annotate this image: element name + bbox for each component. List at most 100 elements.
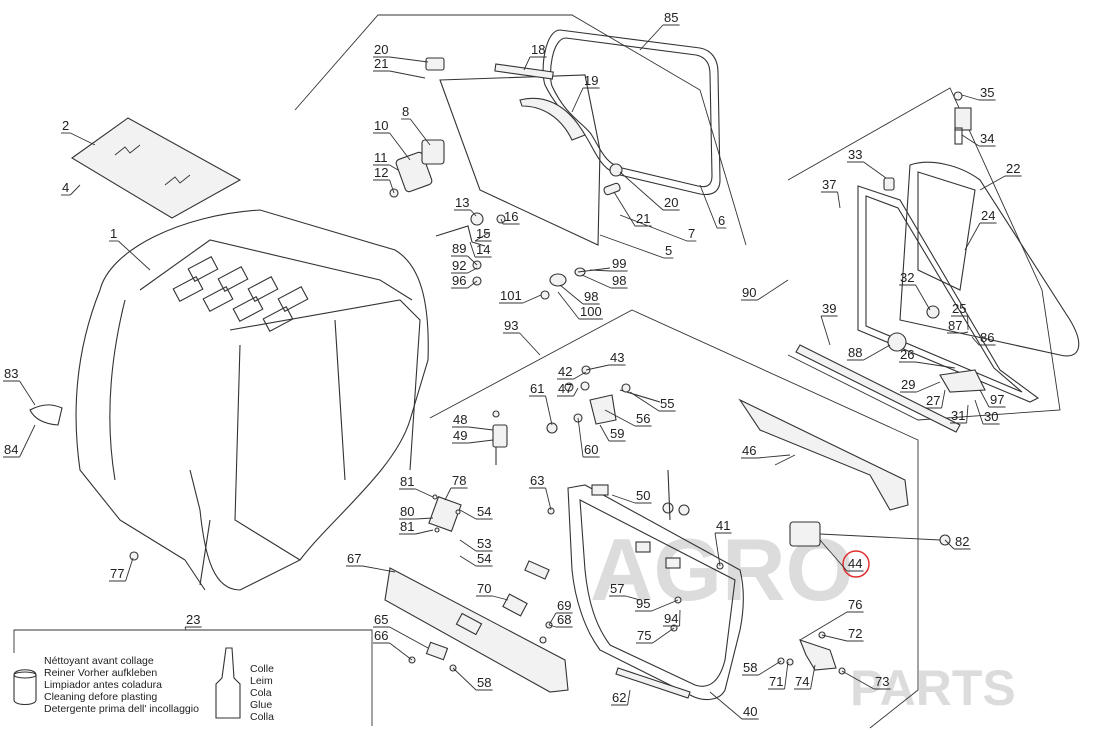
callout-67: 67 — [346, 551, 396, 573]
callout-leader — [452, 667, 477, 691]
callout-label: 76 — [848, 597, 862, 612]
callout-35: 35 — [961, 85, 996, 101]
cleaner-text-2: Reiner Vorher aufkleben — [44, 667, 157, 679]
callout-leader — [571, 87, 584, 113]
callout-leader — [699, 184, 718, 229]
callout-40: 40 — [709, 691, 759, 720]
callout-73: 73 — [841, 670, 891, 690]
callout-58: 58 — [742, 660, 782, 676]
callout-label: 61 — [530, 381, 544, 396]
callout-leader — [474, 231, 491, 242]
callout-label: 24 — [981, 208, 995, 223]
callout-leader — [545, 487, 552, 511]
callout-label: 32 — [900, 270, 914, 285]
glue-bottle-icon — [215, 647, 241, 719]
callout-49: 49 — [452, 428, 494, 444]
callout-leader — [522, 294, 542, 304]
glue-text-3: Cola — [250, 687, 272, 699]
callout-label: 2 — [62, 118, 69, 133]
callout-10: 10 — [373, 118, 411, 161]
lower-bar-group — [384, 494, 569, 693]
callout-label: 49 — [453, 428, 467, 443]
callout-label: 10 — [374, 118, 388, 133]
glass-panel-2 — [70, 117, 242, 219]
callout-leader — [184, 626, 187, 631]
callout-37: 37 — [821, 177, 841, 209]
callout-leader — [559, 284, 584, 305]
callout-23: 23 — [184, 612, 202, 631]
callout-15: 15 — [474, 226, 492, 242]
callout-leader — [577, 417, 584, 458]
group-outline-door — [429, 309, 919, 729]
callout-32: 32 — [899, 270, 931, 311]
callout-57: 57 — [609, 581, 641, 601]
grommet-77 — [129, 551, 139, 561]
callout-label: 65 — [374, 612, 388, 627]
callout-76: 76 — [799, 597, 864, 641]
callout-leader — [415, 517, 434, 520]
callout-leader — [470, 209, 477, 217]
callout-label: 70 — [477, 581, 491, 596]
callout-leader — [810, 664, 816, 690]
callout-101: 101 — [499, 288, 542, 304]
callout-leader — [519, 332, 541, 356]
callout-label: 37 — [822, 177, 836, 192]
callout-label: 82 — [955, 534, 969, 549]
callout-leader — [523, 56, 531, 71]
callout-81: 81 — [399, 519, 434, 535]
callout-leader — [629, 391, 660, 412]
callout-leader — [819, 539, 848, 572]
callout-label: 93 — [504, 318, 518, 333]
callout-label: 98 — [612, 273, 626, 288]
callout-66: 66 — [373, 628, 413, 661]
callout-label: 90 — [742, 285, 756, 300]
callout-leader — [573, 387, 579, 397]
callout-60: 60 — [577, 417, 600, 458]
callout-label: 85 — [664, 10, 678, 25]
callout-19: 19 — [571, 73, 600, 113]
callout-leader — [979, 389, 990, 408]
side-window-assembly — [795, 91, 1080, 433]
callout-label: 46 — [742, 443, 756, 458]
callout-label: 78 — [452, 473, 466, 488]
callout-leader — [415, 488, 434, 498]
callout-62: 62 — [611, 689, 631, 706]
callout-20: 20 — [619, 171, 680, 211]
callout-leader — [589, 269, 612, 272]
callout-39: 39 — [820, 301, 838, 346]
hinge-pins — [540, 267, 611, 300]
group-outline-rear-window — [294, 14, 747, 246]
callout-94: 94 — [663, 609, 681, 627]
door-assembly — [567, 398, 951, 701]
callout-95: 95 — [635, 596, 679, 612]
callout-leader — [651, 599, 679, 612]
callout-leader — [619, 214, 688, 242]
callout-100: 100 — [557, 291, 603, 320]
cab-frame — [75, 209, 429, 591]
highlight-circle-44 — [842, 550, 870, 578]
callout-81: 81 — [399, 474, 434, 498]
callout-label: 33 — [848, 147, 862, 162]
callout-leader — [548, 624, 557, 628]
callout-label: 19 — [584, 73, 598, 88]
callout-12: 12 — [373, 165, 395, 194]
callout-label: 35 — [980, 85, 994, 100]
callout-leader — [784, 661, 789, 690]
callout-4: 4 — [61, 180, 81, 196]
callout-label: 26 — [900, 347, 914, 362]
callout-label: 31 — [951, 408, 965, 423]
callout-74: 74 — [794, 664, 816, 690]
callout-label: 47 — [558, 381, 572, 396]
callout-label: 101 — [500, 288, 522, 303]
callout-leader — [979, 175, 1006, 191]
callout-leader — [459, 555, 477, 567]
callout-label: 58 — [743, 660, 757, 675]
callout-18: 18 — [523, 42, 547, 71]
callout-leader — [757, 454, 791, 459]
callout-label: 14 — [476, 242, 490, 257]
cleaner-can-icon — [13, 669, 37, 706]
callout-leader — [468, 439, 494, 444]
callout-leader — [714, 532, 721, 567]
callout-label: 95 — [636, 596, 650, 611]
callout-5: 5 — [599, 234, 674, 259]
